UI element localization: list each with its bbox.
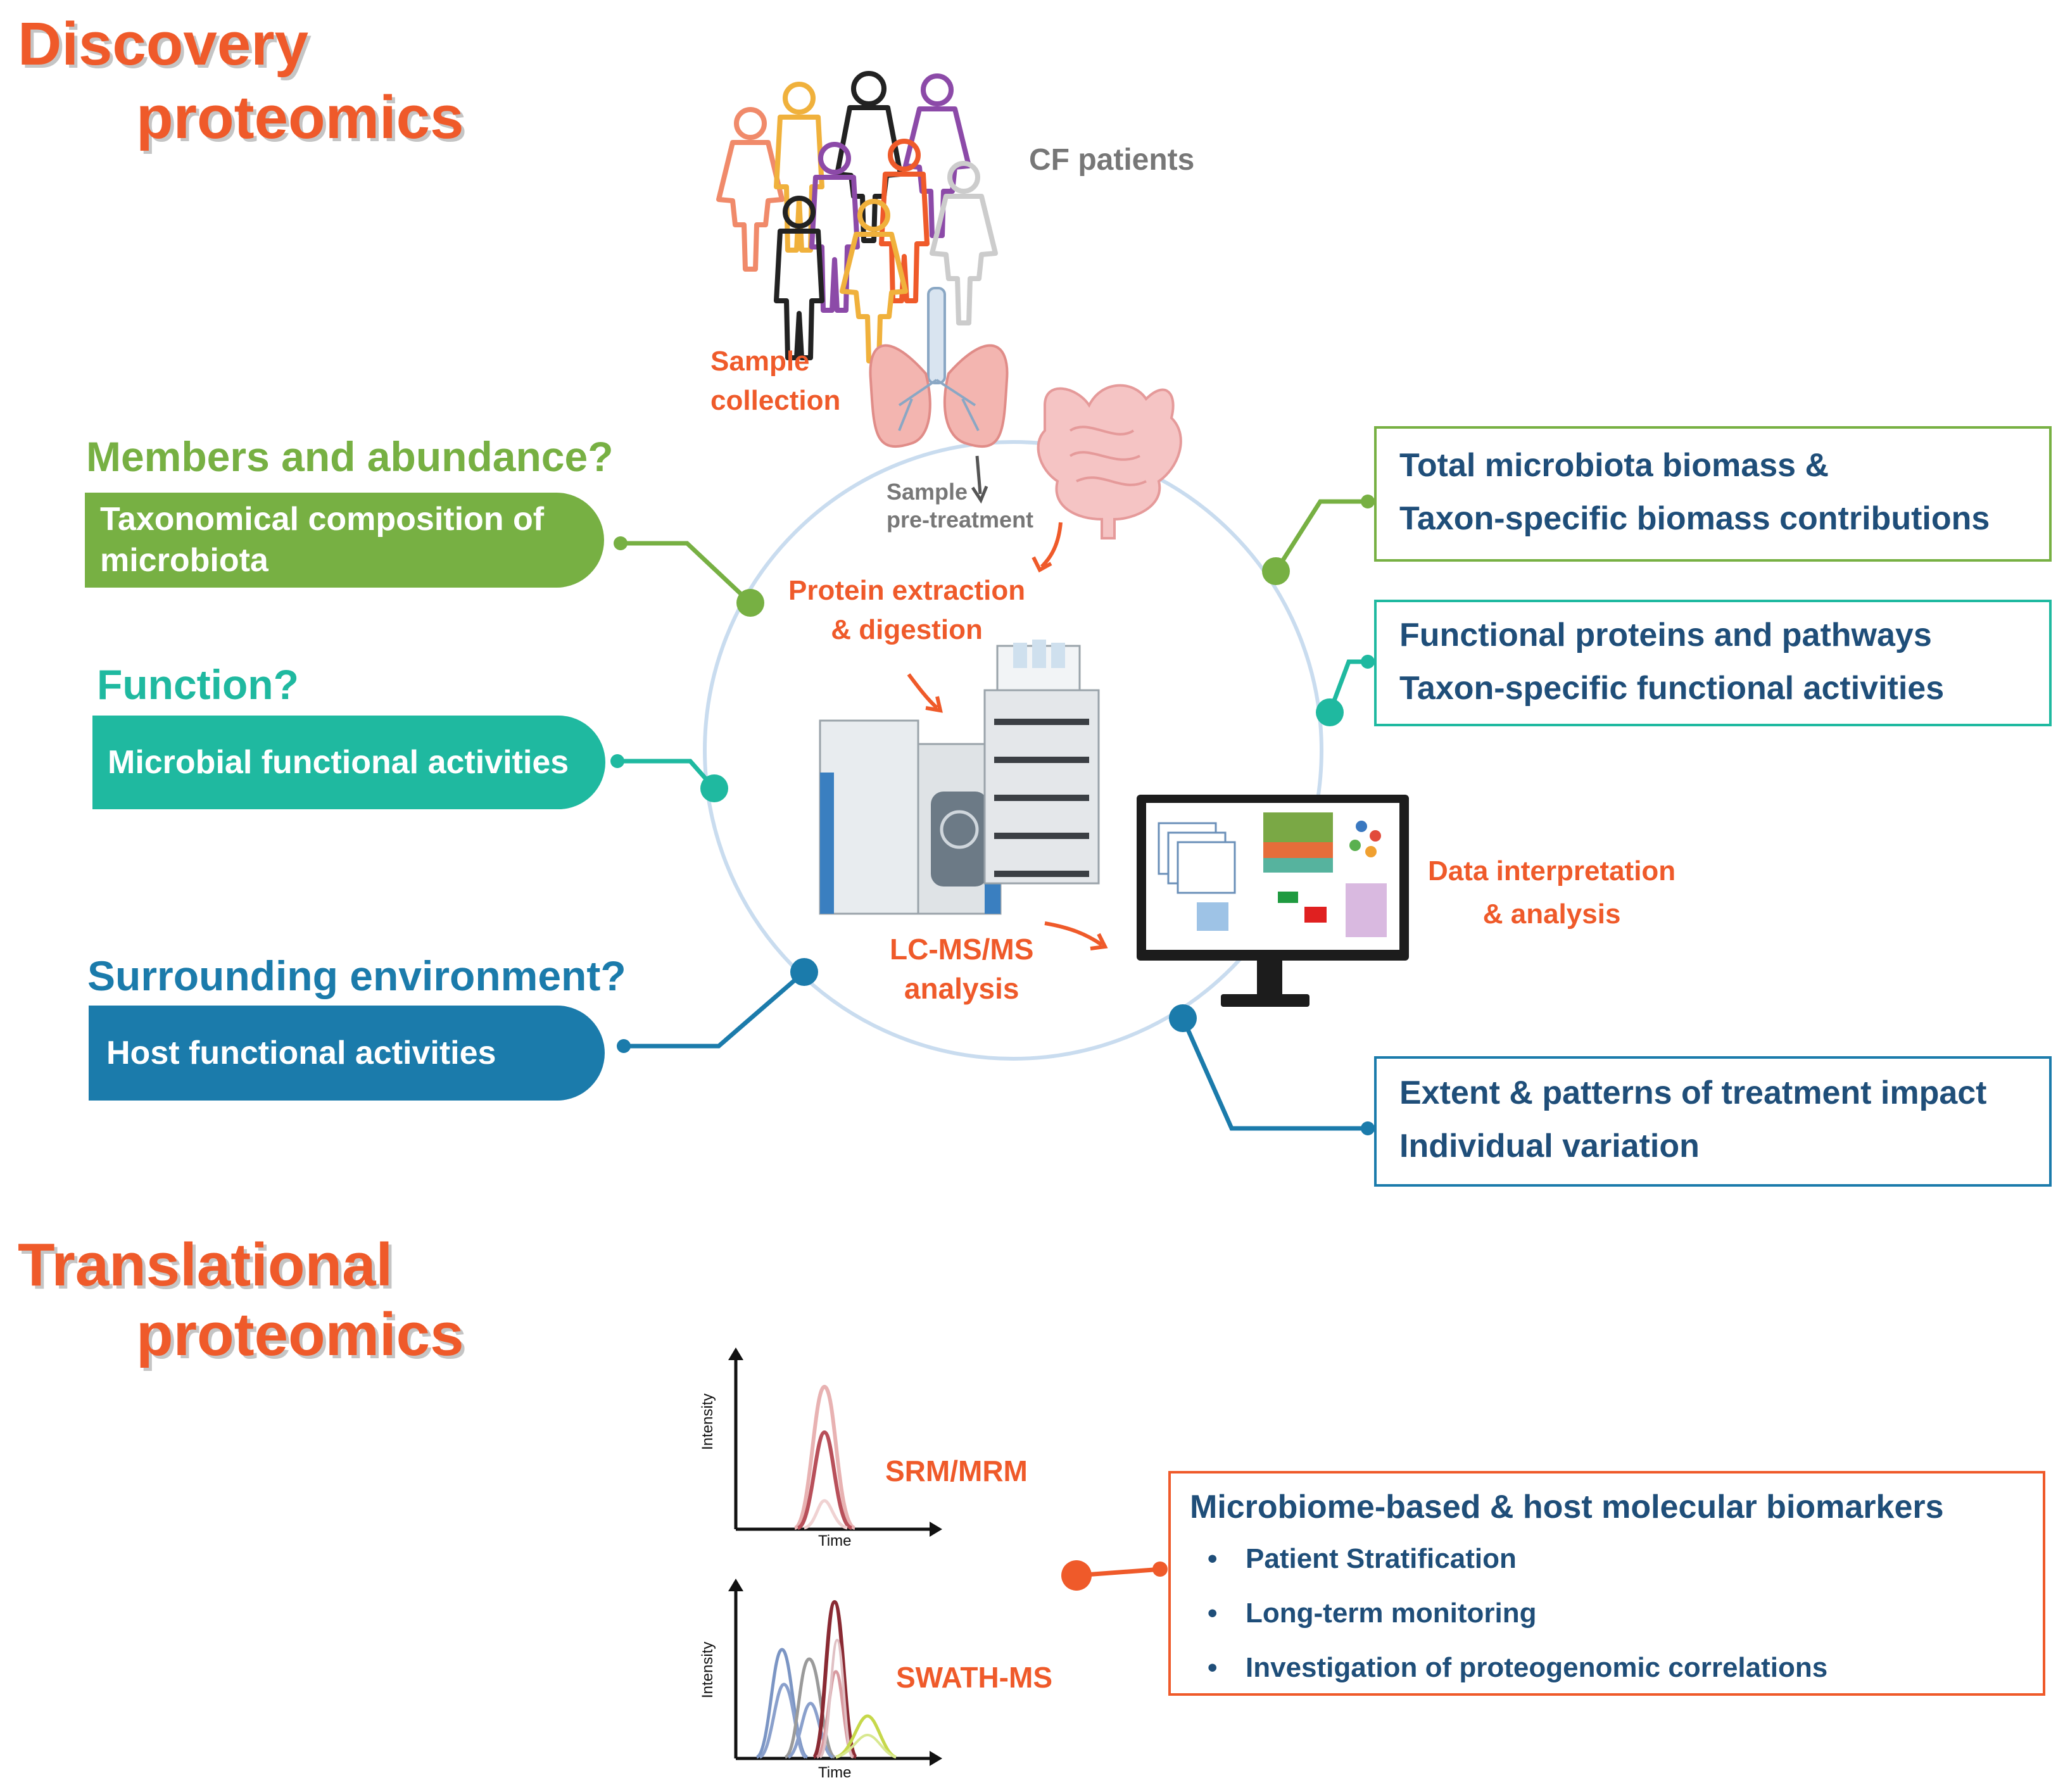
environment-answer-line1: Host functional activities bbox=[106, 1034, 496, 1071]
sample-collection-line2: collection bbox=[710, 385, 841, 416]
bullet-marker: • bbox=[1208, 1598, 1218, 1629]
connector-biomass bbox=[1262, 495, 1375, 585]
patients-illustration bbox=[716, 71, 998, 363]
biomarker-item-label: Investigation of proteogenomic correlati… bbox=[1246, 1652, 1828, 1683]
srm-label: SRM/MRM bbox=[885, 1454, 1028, 1487]
functional-line2: Taxon-specific functional activities bbox=[1399, 670, 1945, 707]
protein-extraction-line1: Protein extraction bbox=[788, 575, 1026, 606]
data-interpretation-line2: & analysis bbox=[1482, 899, 1621, 930]
treatment-line1: Extent & patterns of treatment impact bbox=[1399, 1075, 1987, 1111]
connector-members bbox=[614, 536, 764, 617]
biomarker-item-label: Patient Stratification bbox=[1246, 1543, 1517, 1574]
members-answer-pill: Taxonomical composition of microbiota bbox=[85, 493, 604, 588]
biomarkers-title: Microbiome-based & host molecular biomar… bbox=[1190, 1489, 1944, 1525]
biomarker-item: • Patient Stratification bbox=[1190, 1532, 2024, 1586]
connector-environment bbox=[617, 958, 818, 1053]
swath-ylabel: Intensity bbox=[699, 1641, 716, 1698]
biomarker-item: • Long-term monitoring bbox=[1190, 1586, 2024, 1641]
srm-ylabel: Intensity bbox=[699, 1393, 716, 1450]
swath-label: SWATH-MS bbox=[896, 1661, 1053, 1694]
biomass-line1: Total microbiota biomass & bbox=[1399, 447, 1829, 484]
biomass-box: Total microbiota biomass & Taxon-specifi… bbox=[1374, 426, 2052, 562]
biomarkers-box: Microbiome-based & host molecular biomar… bbox=[1168, 1471, 2045, 1696]
patients-label: CF patients bbox=[1029, 143, 1195, 177]
intestine-illustration bbox=[1037, 384, 1182, 539]
connector-biomarkers bbox=[1061, 1560, 1168, 1591]
biomarker-item-label: Long-term monitoring bbox=[1246, 1598, 1537, 1629]
connector-function bbox=[610, 754, 728, 802]
discovery-title-line2: proteomics bbox=[136, 84, 464, 151]
lungs-illustration bbox=[869, 287, 1009, 448]
workflow-circle bbox=[703, 440, 1323, 1061]
functional-line1: Functional proteins and pathways bbox=[1399, 617, 1932, 653]
environment-answer-pill: Host functional activities bbox=[89, 1006, 605, 1101]
function-question: Function? bbox=[97, 661, 299, 708]
lcms-label: LC-MS/MS analysis bbox=[890, 930, 1033, 1008]
biomass-line2: Taxon-specific biomass contributions bbox=[1399, 500, 1990, 537]
members-answer-line1: Taxonomical composition of bbox=[100, 501, 545, 538]
members-question: Members and abundance? bbox=[86, 433, 614, 480]
computer-monitor-illustration bbox=[1137, 795, 1409, 1007]
connector-functional bbox=[1316, 655, 1375, 726]
sample-pretreatment-label: Sample pre-treatment bbox=[887, 478, 1033, 534]
bullet-marker: • bbox=[1208, 1652, 1218, 1683]
protein-extraction-line2: & digestion bbox=[831, 614, 983, 645]
srm-xlabel: Time bbox=[818, 1532, 852, 1549]
biomarker-item: • Investigation of proteogenomic correla… bbox=[1190, 1641, 2024, 1695]
swath-xlabel: Time bbox=[818, 1764, 852, 1781]
function-answer-pill: Microbial functional activities bbox=[92, 716, 605, 809]
mass-spectrometer-illustration bbox=[819, 640, 1100, 915]
workflow-arrows bbox=[907, 455, 1108, 950]
translational-title-line2: proteomics bbox=[136, 1301, 464, 1368]
sample-pretreatment-line2: pre-treatment bbox=[887, 507, 1034, 533]
swath-chart bbox=[728, 1579, 942, 1766]
lcms-line2: analysis bbox=[904, 972, 1019, 1005]
connector-treatment bbox=[1169, 1004, 1375, 1135]
function-answer-line1: Microbial functional activities bbox=[108, 743, 569, 781]
srm-chart bbox=[728, 1347, 942, 1537]
sample-pretreatment-line1: Sample bbox=[887, 479, 968, 505]
members-answer-line2: microbiota bbox=[100, 542, 268, 579]
protein-extraction-label: Protein extraction & digestion bbox=[788, 571, 1025, 650]
translational-title-line1: Translational bbox=[18, 1231, 393, 1299]
sample-collection-label: Sample collection bbox=[710, 342, 840, 420]
discovery-title-line1: Discovery bbox=[18, 10, 308, 78]
lcms-line1: LC-MS/MS bbox=[890, 933, 1034, 966]
functional-box: Functional proteins and pathways Taxon-s… bbox=[1374, 600, 2052, 726]
environment-question: Surrounding environment? bbox=[87, 952, 626, 999]
data-interpretation-label: Data interpretation & analysis bbox=[1428, 850, 1676, 936]
treatment-line2: Individual variation bbox=[1399, 1128, 1700, 1164]
treatment-box: Extent & patterns of treatment impact In… bbox=[1374, 1056, 2052, 1187]
bullet-marker: • bbox=[1208, 1543, 1218, 1574]
data-interpretation-line1: Data interpretation bbox=[1428, 855, 1676, 887]
sample-collection-line1: Sample bbox=[710, 346, 810, 377]
